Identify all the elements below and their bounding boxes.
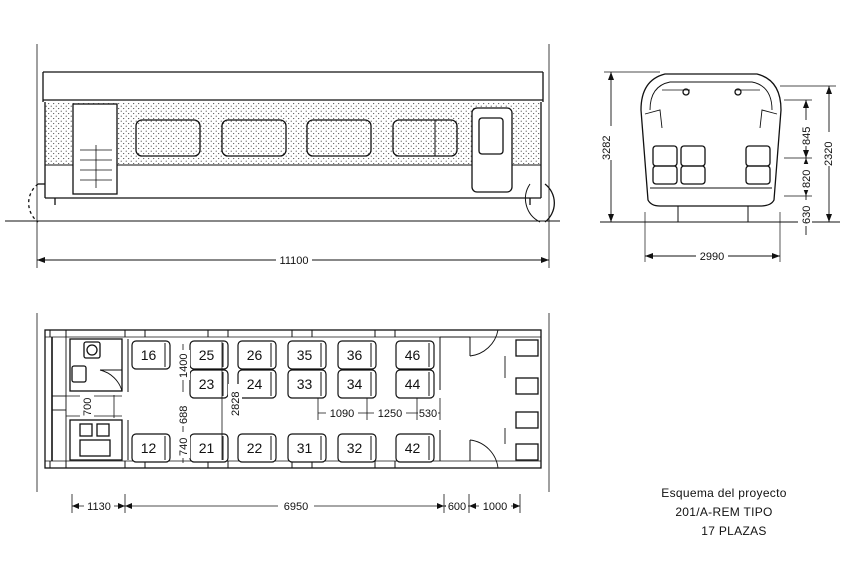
seat-number: 12 <box>141 440 157 456</box>
dim-height-total: 3282 <box>601 136 613 160</box>
dim-height-body: 2320 <box>823 142 835 166</box>
seat-cushion <box>395 340 435 370</box>
end-door <box>515 339 539 357</box>
seat-42: 42 <box>395 433 435 463</box>
seat-cushion <box>395 433 435 463</box>
seat-number: 32 <box>347 440 363 456</box>
seat-number: 23 <box>199 376 215 392</box>
seat-24: 24 <box>237 369 277 399</box>
seat-number: 16 <box>141 347 157 363</box>
side-elevation <box>5 44 560 268</box>
seat-number: 24 <box>247 376 263 392</box>
dim-pitch-b: 1250 <box>378 408 402 420</box>
dim-pitch-a: 1090 <box>330 408 354 420</box>
caption-line-2: 201/A-REM TIPO <box>675 505 772 519</box>
caption-line-3: 17 PLAZAS <box>701 524 766 538</box>
seat-34: 34 <box>337 369 377 399</box>
seat-cushion <box>287 340 327 370</box>
side-window <box>135 119 201 157</box>
seat-number: 46 <box>405 347 421 363</box>
seat-cushion <box>337 433 377 463</box>
dim-aisle-width: 2828 <box>230 392 242 416</box>
dim-window-section: 820 <box>801 170 813 188</box>
bogie-right <box>544 183 555 223</box>
seat-number: 26 <box>247 347 263 363</box>
dim-seat-block: 1400 <box>178 354 190 378</box>
seat-22: 22 <box>237 433 277 463</box>
seat-23: 23 <box>189 369 229 399</box>
dim-row-gap-b: 740 <box>178 438 190 456</box>
entry-door <box>471 107 513 193</box>
seat-cushion <box>237 340 277 370</box>
seat-number: 44 <box>405 376 421 392</box>
seat-number: 25 <box>199 347 215 363</box>
bogie-left <box>28 183 39 223</box>
cab-door <box>72 103 118 195</box>
toilet <box>83 341 101 359</box>
caption-line-1: Esquema del proyecto <box>661 486 786 500</box>
dim-wc-width: 700 <box>82 398 94 416</box>
seat-35: 35 <box>287 340 327 370</box>
seat-31: 31 <box>287 433 327 463</box>
seat-33: 33 <box>287 369 327 399</box>
side-window <box>306 119 372 157</box>
seat-number: 21 <box>199 440 215 456</box>
seat-cushion <box>337 369 377 399</box>
dim-row-gap-a: 688 <box>178 406 190 424</box>
seat-number: 33 <box>297 376 313 392</box>
seat-cushion <box>395 369 435 399</box>
seat-number: 35 <box>297 347 313 363</box>
dim-width: 2990 <box>700 251 724 263</box>
seat-number: 31 <box>297 440 313 456</box>
seat-46: 46 <box>395 340 435 370</box>
dim-vestibule-a: 600 <box>448 501 466 513</box>
dim-saloon-length: 6950 <box>284 501 308 513</box>
seat-number: 36 <box>347 347 363 363</box>
side-window <box>392 119 458 157</box>
seat-cushion <box>337 340 377 370</box>
door-window <box>478 117 504 155</box>
seat-cushion <box>287 433 327 463</box>
wc-room <box>69 338 123 392</box>
equipment-room <box>69 419 123 461</box>
washbasin <box>71 365 87 383</box>
body-stipple <box>45 102 541 164</box>
dim-roof-section: 845 <box>801 127 813 145</box>
front-window <box>644 109 663 129</box>
car-floor-outline <box>44 329 542 469</box>
seat-number: 22 <box>247 440 263 456</box>
dim-pitch-c: 530 <box>419 408 437 420</box>
seat-cushion <box>237 433 277 463</box>
seat-12: 12 <box>131 433 171 463</box>
seat-cushion <box>131 433 171 463</box>
seat-32: 32 <box>337 433 377 463</box>
floor-plan <box>36 313 550 492</box>
seat-21: 21 <box>189 433 229 463</box>
seat-26: 26 <box>237 340 277 370</box>
dim-car-length: 11100 <box>280 255 309 267</box>
front-outline <box>640 73 782 207</box>
dim-floor-height: 630 <box>801 206 813 224</box>
seat-cushion <box>287 369 327 399</box>
seat-number: 34 <box>347 376 363 392</box>
seat-16: 16 <box>131 340 171 370</box>
seat-36: 36 <box>337 340 377 370</box>
front-seat <box>652 145 678 167</box>
side-window <box>221 119 287 157</box>
front-seat <box>680 145 706 167</box>
dim-cab-length: 1130 <box>87 501 111 513</box>
seat-cushion <box>131 340 171 370</box>
dim-vestibule-b: 1000 <box>483 501 507 513</box>
seat-number: 42 <box>405 440 421 456</box>
seat-44: 44 <box>395 369 435 399</box>
front-seat <box>745 145 771 167</box>
